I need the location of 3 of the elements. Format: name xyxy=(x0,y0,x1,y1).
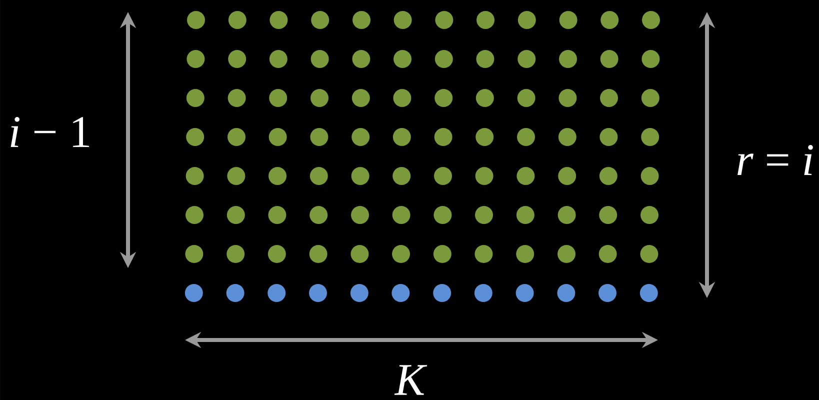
dimension-label: K xyxy=(394,365,428,395)
dimension-label: r = i xyxy=(738,145,813,175)
dimension-label: i − 1 xyxy=(10,117,90,147)
